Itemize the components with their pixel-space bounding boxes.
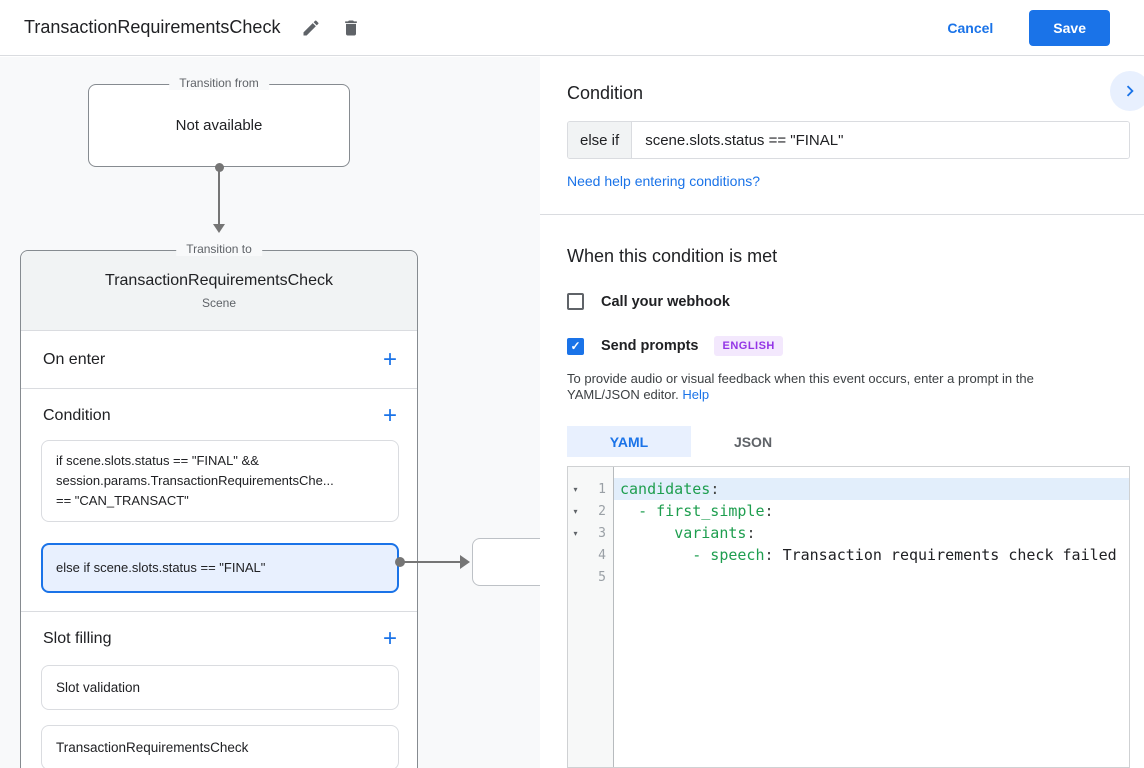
page-title: TransactionRequirementsCheck [24, 17, 281, 37]
transition-from-label: Transition from [169, 76, 269, 90]
scene-card: Transition to TransactionRequirementsChe… [20, 242, 418, 768]
condition-connector-dot [395, 557, 405, 567]
prompt-description-text: To provide audio or visual feedback when… [567, 371, 1034, 402]
delete-scene-button[interactable] [338, 15, 364, 41]
code-line[interactable]: variants: [674, 524, 756, 542]
panel-title: Condition [567, 83, 644, 103]
code-line[interactable]: - first_simple: [638, 502, 774, 520]
add-on-enter-button[interactable]: + [382, 345, 397, 373]
cancel-button[interactable]: Cancel [947, 19, 994, 36]
condition-expression-input[interactable] [632, 122, 1129, 158]
edit-title-button[interactable] [298, 15, 324, 41]
transition-target-box[interactable] [472, 538, 540, 586]
prompt-description: To provide audio or visual feedback when… [567, 371, 1099, 403]
trash-icon [345, 20, 358, 35]
panel-divider [540, 214, 1144, 215]
condition-met-title: When this condition is met [567, 246, 778, 266]
slot-item[interactable]: TransactionRequirementsCheck [41, 725, 399, 768]
editor-code[interactable]: candidates: - first_simple: variants: - … [614, 467, 1129, 767]
top-bar: TransactionRequirementsCheck Cancel Save [0, 0, 1144, 56]
line-number: 2 [598, 503, 606, 519]
fold-toggle-icon[interactable]: ▾ [573, 506, 578, 516]
scene-card-title: TransactionRequirementsCheck [105, 271, 333, 289]
line-number: 4 [598, 547, 606, 563]
condition-help-link[interactable]: Need help entering conditions? [567, 173, 761, 189]
condition-item[interactable]: if scene.slots.status == "FINAL" &&sessi… [41, 440, 399, 522]
webhook-checkbox[interactable] [567, 293, 584, 310]
condition-edit-panel: Condition else if Need help entering con… [540, 57, 1144, 768]
condition-input-group: else if [567, 121, 1130, 159]
condition-item-selected[interactable]: else if scene.slots.status == "FINAL" [41, 543, 399, 593]
chevron-right-icon [1126, 85, 1134, 97]
connector-line [218, 170, 220, 225]
condition-section-label: Condition [43, 407, 111, 424]
fold-toggle-icon[interactable]: ▾ [573, 484, 578, 494]
tab-yaml[interactable]: YAML [567, 426, 691, 457]
code-line[interactable]: - speech: Transaction requirements check… [692, 546, 1117, 564]
slot-filling-label: Slot filling [43, 630, 112, 647]
transition-from-box: Transition from Not available [88, 76, 350, 167]
on-enter-label: On enter [43, 350, 106, 368]
scene-card-header[interactable]: TransactionRequirementsCheck Scene [21, 251, 417, 331]
condition-items: if scene.slots.status == "FINAL" &&sessi… [41, 440, 399, 593]
tab-json[interactable]: JSON [691, 426, 815, 457]
pencil-icon [303, 19, 319, 35]
on-enter-section[interactable]: On enter + [21, 331, 417, 389]
slot-item[interactable]: Slot validation [41, 665, 399, 710]
send-prompts-row: ✓ Send prompts ENGLISH [567, 336, 1130, 356]
connector-arrowhead-icon [213, 224, 225, 233]
transition-from-content: Not available [175, 117, 263, 134]
condition-prefix: else if [568, 122, 633, 158]
line-number: 1 [598, 481, 606, 497]
condition-section: Condition + if scene.slots.status == "FI… [21, 389, 417, 612]
editor-gutter: ▾ 1 ▾ 2 ▾ 3 4 5 [568, 467, 614, 767]
language-badge: ENGLISH [714, 336, 783, 356]
prompt-editor: ▾ 1 ▾ 2 ▾ 3 4 5 candidates: - first_simple: var… [567, 466, 1130, 768]
webhook-label: Call your webhook [601, 293, 730, 310]
condition-connector-arrowhead-icon [460, 555, 470, 569]
scene-card-subtitle: Scene [201, 295, 237, 310]
condition-connector-line [403, 561, 462, 563]
add-condition-button[interactable]: + [382, 402, 397, 429]
line-number: 5 [598, 569, 606, 585]
scene-diagram-panel: Transition from Not available Transition… [0, 57, 540, 768]
fold-toggle-icon[interactable]: ▾ [573, 528, 578, 538]
webhook-row: Call your webhook [567, 293, 1130, 310]
save-button[interactable]: Save [1029, 9, 1110, 46]
send-prompts-checkbox[interactable]: ✓ [567, 337, 584, 355]
connector-dot [215, 163, 224, 172]
send-prompts-label: Send prompts [601, 338, 699, 354]
add-slot-button[interactable]: + [382, 625, 397, 652]
help-link[interactable]: Help [682, 387, 710, 402]
code-line[interactable] [614, 566, 1129, 588]
line-number: 3 [598, 525, 606, 541]
collapse-panel-button[interactable] [1110, 71, 1144, 111]
code-line[interactable]: candidates: [614, 478, 1129, 500]
transition-to-label: Transition to [176, 242, 262, 256]
